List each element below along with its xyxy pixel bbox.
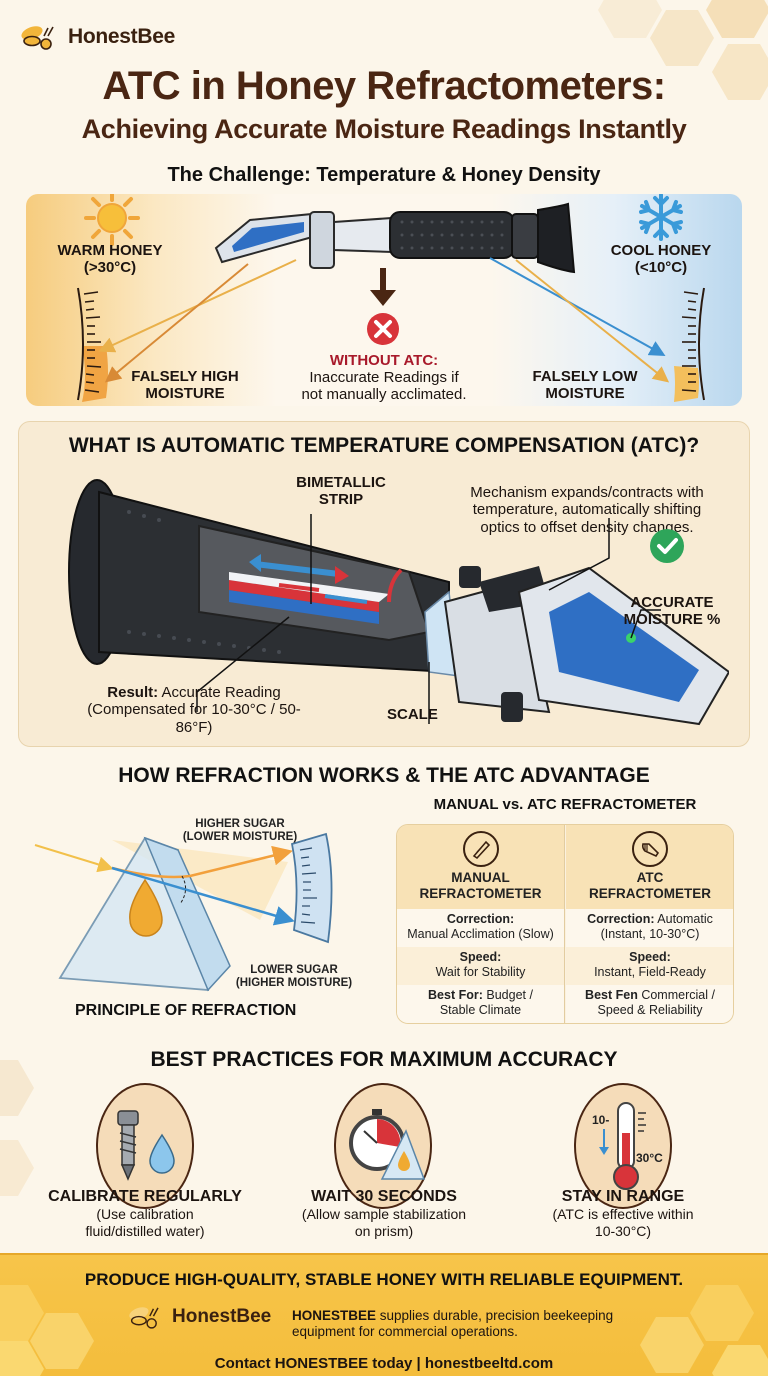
- table-row: Correction: Automatic (Instant, 10-30°C): [566, 909, 733, 947]
- atc-cutaway-illustration: [68, 479, 729, 726]
- lower-sugar-label: LOWER SUGAR (HIGHER MOISTURE): [235, 964, 353, 990]
- footer-brand-name: HonestBee: [172, 1306, 272, 1327]
- atc-heading: WHAT IS AUTOMATIC TEMPERATURE COMPENSATI…: [68, 434, 700, 457]
- refraction-heading: HOW REFRACTION WORKS & THE ATC ADVANTAGE: [118, 764, 650, 787]
- brand-name: HonestBee: [68, 25, 175, 48]
- bimetallic-strip-label: BIMETALLIC STRIP: [296, 474, 386, 509]
- manual-header: MANUAL REFRACTOMETER: [397, 825, 564, 909]
- screw-and-drop-icon: [117, 1110, 175, 1181]
- warm-honey-label: WARM HONEY (>30°C): [57, 242, 163, 277]
- atc-refractometer-icon: [632, 831, 668, 867]
- accurate-moisture-label: ACCURATE MOISTURE %: [623, 594, 721, 629]
- challenge-heading: The Challenge: Temperature & Honey Densi…: [167, 164, 601, 186]
- table-row: Speed: Wait for Stability: [397, 947, 564, 985]
- mechanism-description: Mechanism expands/contracts with tempera…: [470, 484, 704, 536]
- honeycomb-decor: [690, 1285, 754, 1341]
- check-icon: [650, 529, 684, 563]
- table-row: Correction: Manual Acclimation (Slow): [397, 909, 564, 947]
- brand-logo: HonestBee: [20, 22, 175, 52]
- atc-header: ATC REFRACTOMETER: [566, 825, 733, 909]
- cool-honey-label: COOL HONEY (<10°C): [610, 242, 712, 277]
- down-arrow-icon: [370, 268, 396, 306]
- comparison-heading: MANUAL vs. ATC REFRACTOMETER: [433, 796, 697, 813]
- result-note: Result: Accurate Reading (Compensated fo…: [87, 684, 301, 736]
- bee-logo-icon: [21, 26, 54, 50]
- table-row: Speed: Instant, Field-Ready: [566, 947, 733, 985]
- thermo-high-label: 30°C: [636, 1151, 663, 1165]
- error-x-icon: [367, 313, 399, 345]
- practice-range: STAY IN RANGE (ATC is effective within 1…: [552, 1188, 694, 1239]
- best-practices-heading: BEST PRACTICES FOR MAXIMUM ACCURACY: [150, 1048, 618, 1071]
- higher-sugar-label: HIGHER SUGAR (LOWER MOISTURE): [182, 818, 298, 844]
- thermo-low-label: 10-: [592, 1113, 610, 1127]
- atc-explainer-panel: WHAT IS AUTOMATIC TEMPERATURE COMPENSATI…: [18, 421, 750, 747]
- bee-logo-icon: [129, 1307, 159, 1329]
- thermometer-icon: [599, 1102, 646, 1190]
- honeycomb-decor: [30, 1313, 94, 1369]
- table-row: Best For: Budget / Stable Climate: [397, 985, 564, 1023]
- honeycomb-decor: [706, 0, 768, 38]
- manual-refractometer-icon: [462, 831, 499, 867]
- challenge-panel: WARM HONEY (>30°C) FALSELY HIGH MOISTURE: [26, 194, 742, 406]
- warm-moisture-gauge: [77, 287, 108, 402]
- honeycomb-decor: [650, 10, 714, 66]
- prism-refraction-diagram: [34, 832, 333, 992]
- honeycomb-decor: [640, 1317, 704, 1373]
- stopwatch-prism-icon: [349, 1109, 426, 1180]
- practice-calibrate: CALIBRATE REGULARLY (Use calibration flu…: [48, 1188, 242, 1239]
- footer-contact-link[interactable]: Contact HONESTBEE today | honestbeeltd.c…: [214, 1355, 554, 1372]
- honeycomb-decor: [598, 0, 662, 38]
- page-title: ATC in Honey Refractometers:: [102, 64, 666, 108]
- principle-caption: PRINCIPLE OF REFRACTION: [75, 1002, 297, 1019]
- atc-column: ATC REFRACTOMETER Correction: Automatic …: [566, 825, 733, 1023]
- refractometer-illustration: [214, 202, 576, 274]
- comparison-table: MANUAL REFRACTOMETER Correction: Manual …: [396, 824, 734, 1024]
- range-icon-circle: 10- 30°C: [574, 1083, 672, 1209]
- scale-label: SCALE: [387, 706, 438, 723]
- practice-wait: WAIT 30 SECONDS (Allow sample stabilizat…: [301, 1188, 467, 1239]
- without-atc-note: WITHOUT ATC: Inaccurate Readings if not …: [301, 352, 467, 404]
- falsely-high-label: FALSELY HIGH MOISTURE: [131, 368, 239, 403]
- sun-icon: [84, 194, 140, 246]
- table-row: Best Fen Commercial / Speed & Reliabilit…: [566, 985, 733, 1023]
- page-subtitle: Achieving Accurate Moisture Readings Ins…: [81, 114, 687, 144]
- footer-headline: PRODUCE HIGH-QUALITY, STABLE HONEY WITH …: [84, 1270, 684, 1289]
- footer-brand-logo: HonestBee: [128, 1303, 271, 1331]
- wait-icon-circle: [334, 1083, 432, 1209]
- snowflake-icon: [639, 194, 683, 241]
- footer-banner: PRODUCE HIGH-QUALITY, STABLE HONEY WITH …: [0, 1253, 768, 1376]
- cool-moisture-gauge: [674, 287, 705, 402]
- falsely-low-label: FALSELY LOW MOISTURE: [532, 368, 638, 403]
- calibrate-icon-circle: [96, 1083, 194, 1209]
- light-path-arrows: [98, 257, 670, 383]
- footer-description: HONESTBEE supplies durable, precision be…: [292, 1308, 614, 1340]
- manual-column: MANUAL REFRACTOMETER Correction: Manual …: [397, 825, 565, 1023]
